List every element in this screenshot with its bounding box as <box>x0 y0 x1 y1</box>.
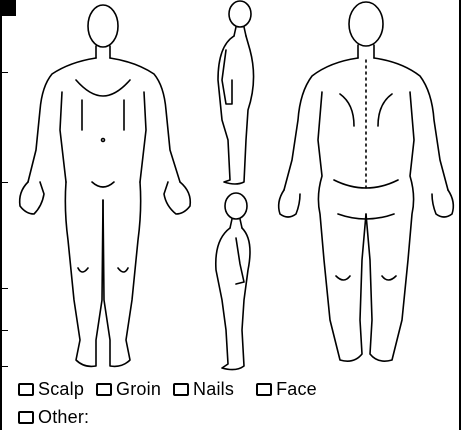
back-figure[interactable] <box>279 2 454 361</box>
groin-checkbox[interactable]: Groin <box>96 379 161 400</box>
other-checkbox[interactable]: Other: <box>18 407 89 428</box>
checkbox-icon[interactable] <box>256 383 272 396</box>
groin-label: Groin <box>116 379 161 400</box>
nails-label: Nails <box>193 379 234 400</box>
other-label: Other: <box>38 407 89 428</box>
scalp-label: Scalp <box>38 379 84 400</box>
nails-checkbox[interactable]: Nails <box>173 379 234 400</box>
checkbox-row-1: Scalp Groin Nails Face <box>18 378 329 400</box>
front-figure[interactable] <box>20 5 191 366</box>
side-figure-bottom[interactable] <box>216 193 250 370</box>
face-label: Face <box>276 379 317 400</box>
scalp-checkbox[interactable]: Scalp <box>18 379 84 400</box>
checkbox-icon[interactable] <box>96 383 112 396</box>
checkbox-icon[interactable] <box>18 411 34 424</box>
side-figure-top[interactable] <box>218 1 254 184</box>
face-checkbox[interactable]: Face <box>256 379 317 400</box>
checkbox-icon[interactable] <box>173 383 189 396</box>
body-diagram <box>0 0 461 380</box>
checkbox-icon[interactable] <box>18 383 34 396</box>
checkbox-row-2: Other: <box>18 406 101 428</box>
